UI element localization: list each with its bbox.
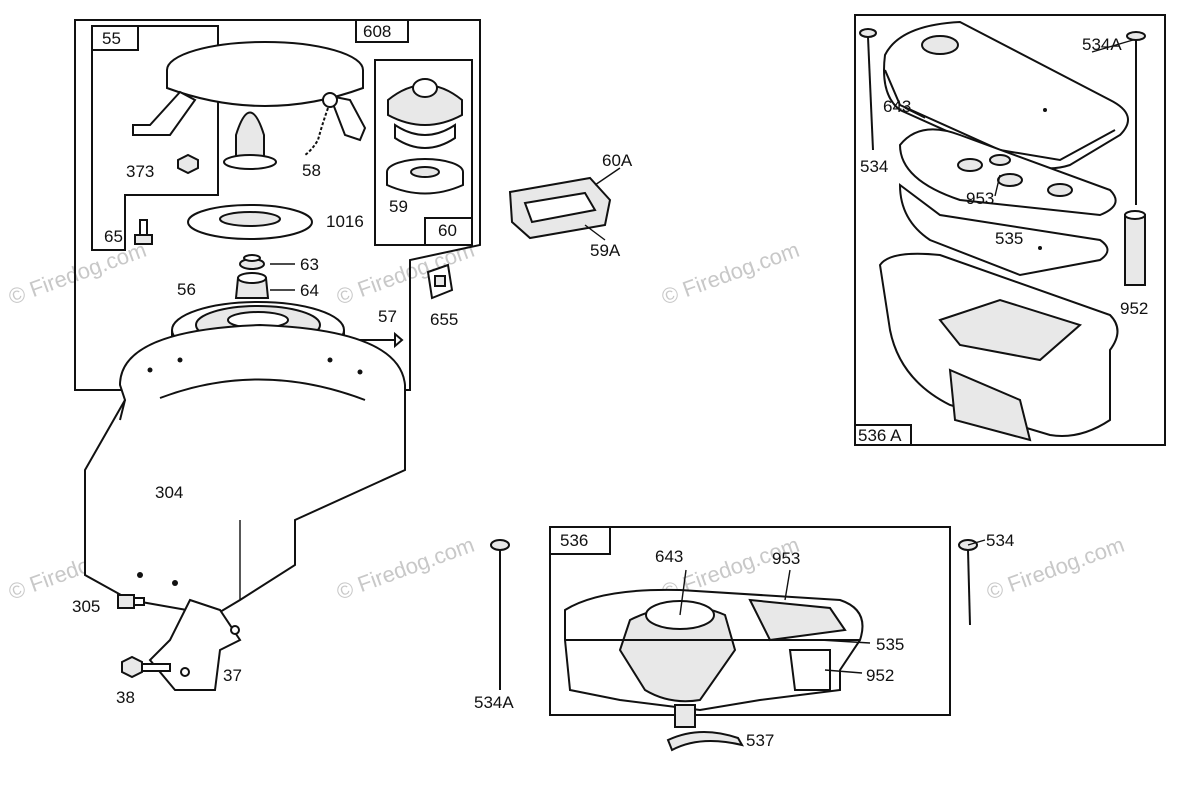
bolt-38 (121, 655, 171, 679)
label-953-top: 953 (966, 189, 994, 208)
label-655: 655 (430, 310, 458, 329)
washer-1016 (187, 204, 313, 240)
label-305: 305 (72, 597, 100, 616)
label-38: 38 (116, 688, 135, 707)
blower-housing-304 (84, 323, 406, 617)
bolt-305 (117, 594, 145, 609)
label-537: 537 (746, 731, 774, 750)
bolt-534-bottom (958, 539, 978, 626)
label-534-bottom: 534 (986, 531, 1014, 550)
label-56: 56 (177, 280, 196, 299)
bracket-37 (148, 598, 242, 691)
starter-cup-55 (132, 41, 367, 170)
assembly-536-frame: 536 (549, 526, 951, 716)
rope-58 (304, 92, 338, 156)
nut-373 (177, 153, 199, 175)
watermark-center: © Firedog.com (658, 237, 802, 310)
base-536A (878, 252, 1119, 442)
label-373: 373 (126, 162, 154, 181)
air-cleaner-536 (564, 588, 864, 728)
box-label-60: 60 (438, 221, 457, 240)
label-534A-bottom: 534A (474, 693, 514, 712)
part-labels: 373 58 59 1016 65 63 64 56 57 655 60A 59… (72, 35, 1148, 750)
watermark-left: © Firedog.com (5, 237, 149, 310)
starter-dog-59 (386, 78, 464, 195)
label-58: 58 (302, 161, 321, 180)
bolt-65 (134, 219, 153, 245)
label-643-bottom: 643 (655, 547, 683, 566)
box-label-55: 55 (102, 29, 121, 48)
label-59A: 59A (590, 241, 621, 260)
label-37: 37 (223, 666, 242, 685)
bolt-534A-top (1126, 31, 1146, 205)
filter-60A (508, 176, 612, 240)
label-953-bottom: 953 (772, 549, 800, 568)
label-1016: 1016 (326, 212, 364, 231)
assembly-608-frame: 608 (74, 19, 481, 391)
box-label-536A: 536 A (858, 426, 902, 445)
label-952-top: 952 (1120, 299, 1148, 318)
gasket-537 (666, 730, 745, 752)
assembly-55-frame: 55 (91, 25, 219, 251)
box-label-608: 608 (363, 22, 391, 41)
label-534A-top: 534A (1082, 35, 1122, 54)
label-643-top: 643 (883, 97, 911, 116)
leader-lines (270, 39, 1134, 674)
bolt-534-top (859, 28, 877, 151)
label-57: 57 (378, 307, 397, 326)
label-59: 59 (389, 197, 408, 216)
label-63: 63 (300, 255, 319, 274)
label-60A: 60A (602, 151, 633, 170)
label-535-bottom: 535 (876, 635, 904, 654)
retainer-64 (234, 272, 270, 299)
label-64: 64 (300, 281, 319, 300)
label-304: 304 (155, 483, 183, 502)
assembly-536A-frame: 536 A (854, 14, 1166, 446)
spring-63 (239, 254, 265, 270)
label-535-top: 535 (995, 229, 1023, 248)
label-65: 65 (104, 227, 123, 246)
box-label-536: 536 (560, 531, 588, 550)
assembly-60-frame: 60 (374, 59, 473, 246)
bolt-534A-bottom (490, 539, 510, 690)
label-534-top: 534 (860, 157, 888, 176)
clip-655 (426, 263, 454, 300)
gasket-953-top (898, 128, 1117, 217)
watermark-bottom-center: © Firedog.com (333, 532, 477, 605)
filter-535-top (898, 182, 1109, 277)
label-952-bottom: 952 (866, 666, 894, 685)
watermark-center-top: © Firedog.com (333, 237, 477, 310)
filter-952-top (1124, 210, 1146, 286)
